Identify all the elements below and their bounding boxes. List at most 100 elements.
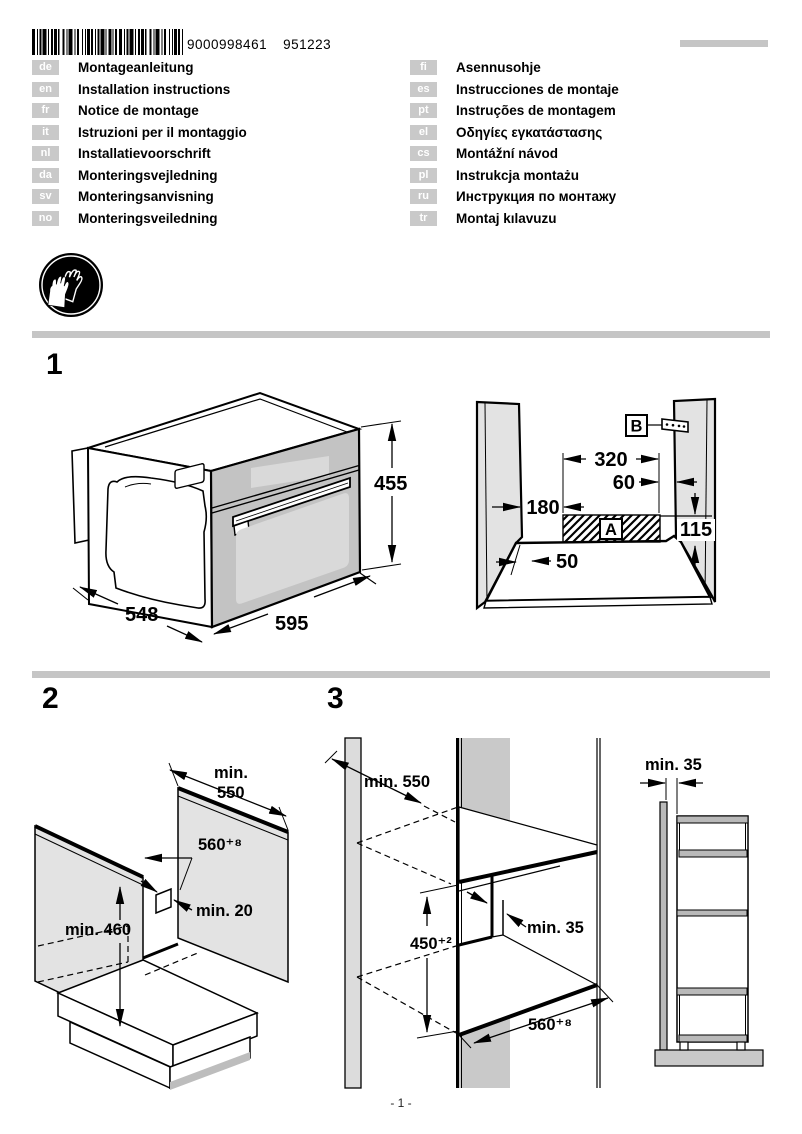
- list-item: en Installation instructions: [32, 79, 247, 101]
- lang-title: Monteringsvejledning: [78, 167, 218, 183]
- dim-min460: min. 460: [65, 921, 131, 939]
- lang-title: Instruções de montagem: [456, 103, 616, 119]
- list-item: cs Montážní návod: [410, 143, 619, 165]
- dim-50: 50: [556, 551, 578, 573]
- dim-60: 60: [613, 472, 635, 494]
- section-divider: [32, 331, 770, 338]
- lang-title: Montážní návod: [456, 146, 558, 162]
- lang-code-badge: en: [32, 81, 59, 97]
- lang-code-badge: fi: [410, 60, 437, 76]
- list-item: sv Monteringsanvisning: [32, 186, 247, 208]
- base-cabinet-drawing: min. 550 560⁺⁸ min. 20 min. 460: [34, 762, 289, 1090]
- section-1-number: 1: [46, 348, 63, 381]
- list-item: fr Notice de montage: [32, 100, 247, 122]
- lang-title: Monteringsveiledning: [78, 210, 218, 226]
- dim-320: 320: [594, 449, 627, 471]
- list-item: it Istruzioni per il montaggio: [32, 122, 247, 144]
- document-number: 9000998461 951223: [187, 37, 331, 52]
- lang-title: Instrukcja montażu: [456, 167, 580, 183]
- lang-title: Notice de montage: [78, 103, 199, 119]
- lang-code-badge: el: [410, 124, 437, 140]
- dim-450: 450⁺²: [410, 935, 452, 953]
- lang-code-badge: tr: [410, 210, 437, 226]
- list-item: pt Instruções de montagem: [410, 100, 619, 122]
- hidden-edges: [37, 925, 201, 983]
- lang-title: Istruzioni per il montaggio: [78, 124, 247, 140]
- oven-side-slot: [174, 463, 205, 489]
- back-panel-top: [459, 738, 510, 821]
- dim-560: 560⁺⁸: [198, 836, 242, 854]
- language-list-left: de Montageanleitung en Installation instru…: [32, 57, 247, 229]
- lang-title: Installatievoorschrift: [78, 146, 211, 162]
- lang-code-badge: pl: [410, 167, 437, 183]
- page-number: - 1 -: [390, 1096, 412, 1110]
- list-item: pl Instrukcja montażu: [410, 165, 619, 187]
- revision-code: 951223: [283, 37, 332, 52]
- depth-projection-lines: [356, 805, 459, 1034]
- lang-code-badge: da: [32, 167, 59, 183]
- oven-display: [251, 456, 329, 488]
- lang-title: Montageanleitung: [78, 60, 194, 76]
- lang-code-badge: nl: [32, 146, 59, 162]
- side-clearance-drawing: min. 35: [640, 756, 764, 1067]
- dim-min20: min. 20: [196, 902, 253, 920]
- section-divider: [32, 671, 770, 678]
- lang-code-badge: no: [32, 210, 59, 226]
- shelf-panels: [676, 815, 749, 1043]
- lang-title: Οδηγίες εγκατάστασης: [456, 124, 603, 140]
- dim-min550-line1: min.: [214, 764, 248, 782]
- language-list-right: fi Asennusohje es Instrucciones de montaje…: [410, 57, 619, 229]
- dim-height-455: 455: [374, 473, 407, 495]
- print-mark: [680, 40, 768, 47]
- lang-title: Monteringsanvisning: [78, 189, 214, 205]
- list-item: ru Инструкция по монтажу: [410, 186, 619, 208]
- barcode-number: 9000998461: [187, 37, 268, 52]
- oven-side-contour: [105, 475, 208, 609]
- wall-panel: [659, 801, 668, 1051]
- label-b: B: [631, 418, 643, 436]
- dim-width-595: 595: [275, 613, 308, 635]
- dim-min550: min. 550: [364, 773, 430, 791]
- label-a: A: [605, 521, 617, 539]
- floor-slab: [654, 1049, 764, 1067]
- list-item: tr Montaj kılavuzu: [410, 208, 619, 230]
- list-item: no Monteringsveiledning: [32, 208, 247, 230]
- list-item: da Monteringsvejledning: [32, 165, 247, 187]
- lang-code-badge: pt: [410, 103, 437, 119]
- lang-title: Installation instructions: [78, 81, 231, 97]
- lang-title: Инструкция по монтажу: [456, 189, 617, 205]
- lang-title: Montaj kılavuzu: [456, 210, 557, 226]
- list-item: de Montageanleitung: [32, 57, 247, 79]
- tall-cabinet-drawing: min. 550 450⁺² min. 35 560⁺⁸: [324, 737, 614, 1089]
- dim-min550-line2: 550: [217, 784, 245, 802]
- dim-115: 115: [680, 519, 712, 541]
- lang-code-badge: de: [32, 60, 59, 76]
- rear-spacer: [155, 887, 172, 915]
- lang-code-badge: ru: [410, 189, 437, 205]
- barcode: [32, 29, 184, 55]
- dim-560: 560⁺⁸: [528, 1016, 572, 1034]
- oven-door-window: [236, 493, 349, 604]
- adjacent-wall: [344, 737, 362, 1089]
- list-item: es Instrucciones de montaje: [410, 79, 619, 101]
- dim-side-min35: min. 35: [645, 756, 702, 774]
- lang-title: Instrucciones de montaje: [456, 81, 619, 97]
- dim-depth-548: 548: [125, 604, 158, 626]
- niche-cutout-drawing: A B 320 60 180 115 50: [475, 397, 717, 611]
- lang-code-badge: fr: [32, 103, 59, 119]
- lang-code-badge: sv: [32, 189, 59, 205]
- lang-title: Asennusohje: [456, 60, 541, 76]
- section-3-number: 3: [327, 682, 344, 715]
- dim-180: 180: [526, 497, 559, 519]
- plinth-shadow: [170, 1052, 250, 1090]
- list-item: el Οδηγίες εγκατάστασης: [410, 122, 619, 144]
- list-item: fi Asennusohje: [410, 57, 619, 79]
- oven-dimensions-drawing: 455 548 595: [71, 391, 407, 643]
- lang-code-badge: es: [410, 81, 437, 97]
- wear-gloves-icon: [39, 253, 103, 317]
- lang-code-badge: cs: [410, 146, 437, 162]
- lang-code-badge: it: [32, 124, 59, 140]
- mounting-bracket: [661, 418, 689, 433]
- section-2-number: 2: [42, 682, 59, 715]
